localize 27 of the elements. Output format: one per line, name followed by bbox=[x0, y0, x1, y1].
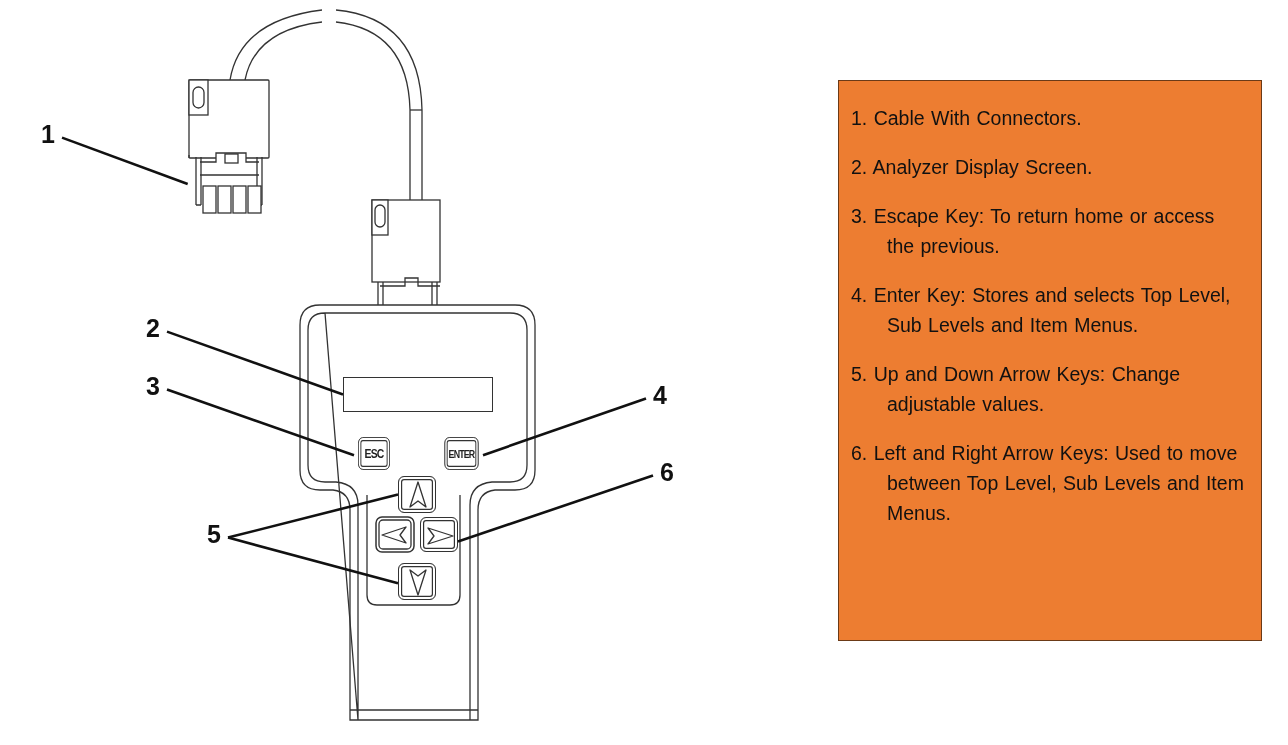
enter-key: ENTER bbox=[444, 437, 479, 470]
callout-number: 5 bbox=[204, 522, 224, 548]
leader-line bbox=[166, 330, 344, 396]
callout-number: 3 bbox=[143, 374, 163, 400]
up-arrow-key bbox=[398, 476, 436, 513]
legend-item-text: 3. Escape Key: To return home or access the previous. bbox=[851, 204, 1216, 259]
leader-line bbox=[61, 136, 189, 186]
leader-line bbox=[227, 493, 399, 539]
leader-line bbox=[457, 474, 654, 543]
legend-item-text: 6. Left and Right Arrow Keys: Used to move between Top Level, Sub Levels and Item Menus. bbox=[851, 441, 1245, 526]
callout-number: 2 bbox=[143, 316, 163, 342]
display-screen bbox=[343, 377, 493, 412]
legend-item-text: 1. Cable With Connectors. bbox=[851, 106, 1083, 131]
down-arrow-key bbox=[398, 563, 436, 600]
connector-plug-drawing bbox=[186, 80, 270, 215]
escape-key: ESC bbox=[358, 437, 390, 470]
callout-number: 4 bbox=[650, 383, 670, 409]
callout-number: 6 bbox=[657, 460, 677, 486]
right-arrow-key bbox=[420, 517, 458, 552]
leader-line bbox=[166, 388, 355, 457]
legend-item-text: 4. Enter Key: Stores and selects Top Level, Sub Levels and Item Menus. bbox=[851, 283, 1232, 338]
legend-panel bbox=[838, 80, 1262, 641]
leader-line bbox=[227, 536, 399, 585]
legend-item-text: 2. Analyzer Display Screen. bbox=[851, 155, 1094, 180]
legend-item-text: 5. Up and Down Arrow Keys: Change adjustable values. bbox=[851, 362, 1181, 417]
leader-line bbox=[482, 397, 647, 457]
callout-number: 1 bbox=[38, 122, 58, 148]
